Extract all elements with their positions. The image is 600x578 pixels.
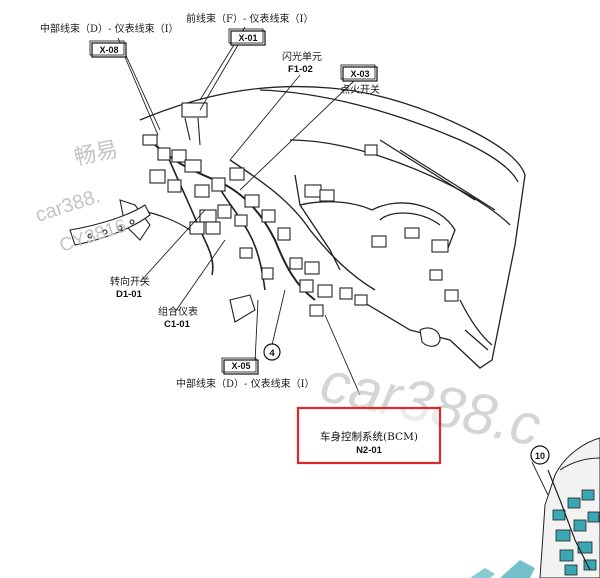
watermark-phone: CY3816 — [57, 216, 129, 257]
connector-box-x05: X-05 — [221, 357, 259, 375]
front-harness-label: 前线束（F）- 仪表线束（I） — [186, 12, 313, 25]
watermark-chinese: 畅易 — [72, 136, 120, 170]
flasher-unit-label: 闪光单元 — [282, 50, 322, 63]
connector-box-x03: X-03 — [340, 64, 378, 82]
callout-4-text: 4 — [269, 348, 275, 359]
panel-detail — [470, 437, 600, 578]
callout-4: 4 — [263, 343, 281, 361]
turn-switch-code: D1-01 — [116, 289, 143, 300]
connector-box-x08: X-08 — [89, 40, 127, 58]
bcm-highlight: 车身控制系统(BCM) N2-01 — [296, 406, 442, 465]
connector-box-x01: X-01 — [228, 28, 266, 46]
connector-x08-text: X-08 — [99, 45, 118, 55]
bcm-label: 车身控制系统(BCM) — [320, 430, 418, 443]
connector-x05-text: X-05 — [231, 361, 250, 371]
leader-lines — [117, 26, 549, 496]
combo-meter-label: 组合仪表 — [158, 305, 198, 318]
harness-cluster — [69, 102, 459, 347]
mid-harness-top-label: 中部线束（D）- 仪表线束（I） — [40, 22, 179, 35]
mid-harness-bottom-label: 中部线束（D）- 仪表线束（I） — [176, 377, 315, 390]
flasher-unit-code: F1-02 — [288, 64, 313, 75]
watermark-site-small: car388. — [33, 185, 103, 227]
connector-x03-text: X-03 — [350, 69, 369, 79]
connector-x01-text: X-01 — [238, 33, 257, 43]
bcm-code: N2-01 — [356, 445, 383, 456]
turn-switch-label: 转向开关 — [110, 275, 150, 288]
callout-10-text: 10 — [535, 451, 545, 461]
combo-meter-code: C1-01 — [164, 319, 191, 330]
dashboard-outline — [139, 85, 526, 369]
callout-10: 10 — [530, 445, 550, 465]
ignition-switch-label: 点火开关 — [340, 83, 380, 96]
